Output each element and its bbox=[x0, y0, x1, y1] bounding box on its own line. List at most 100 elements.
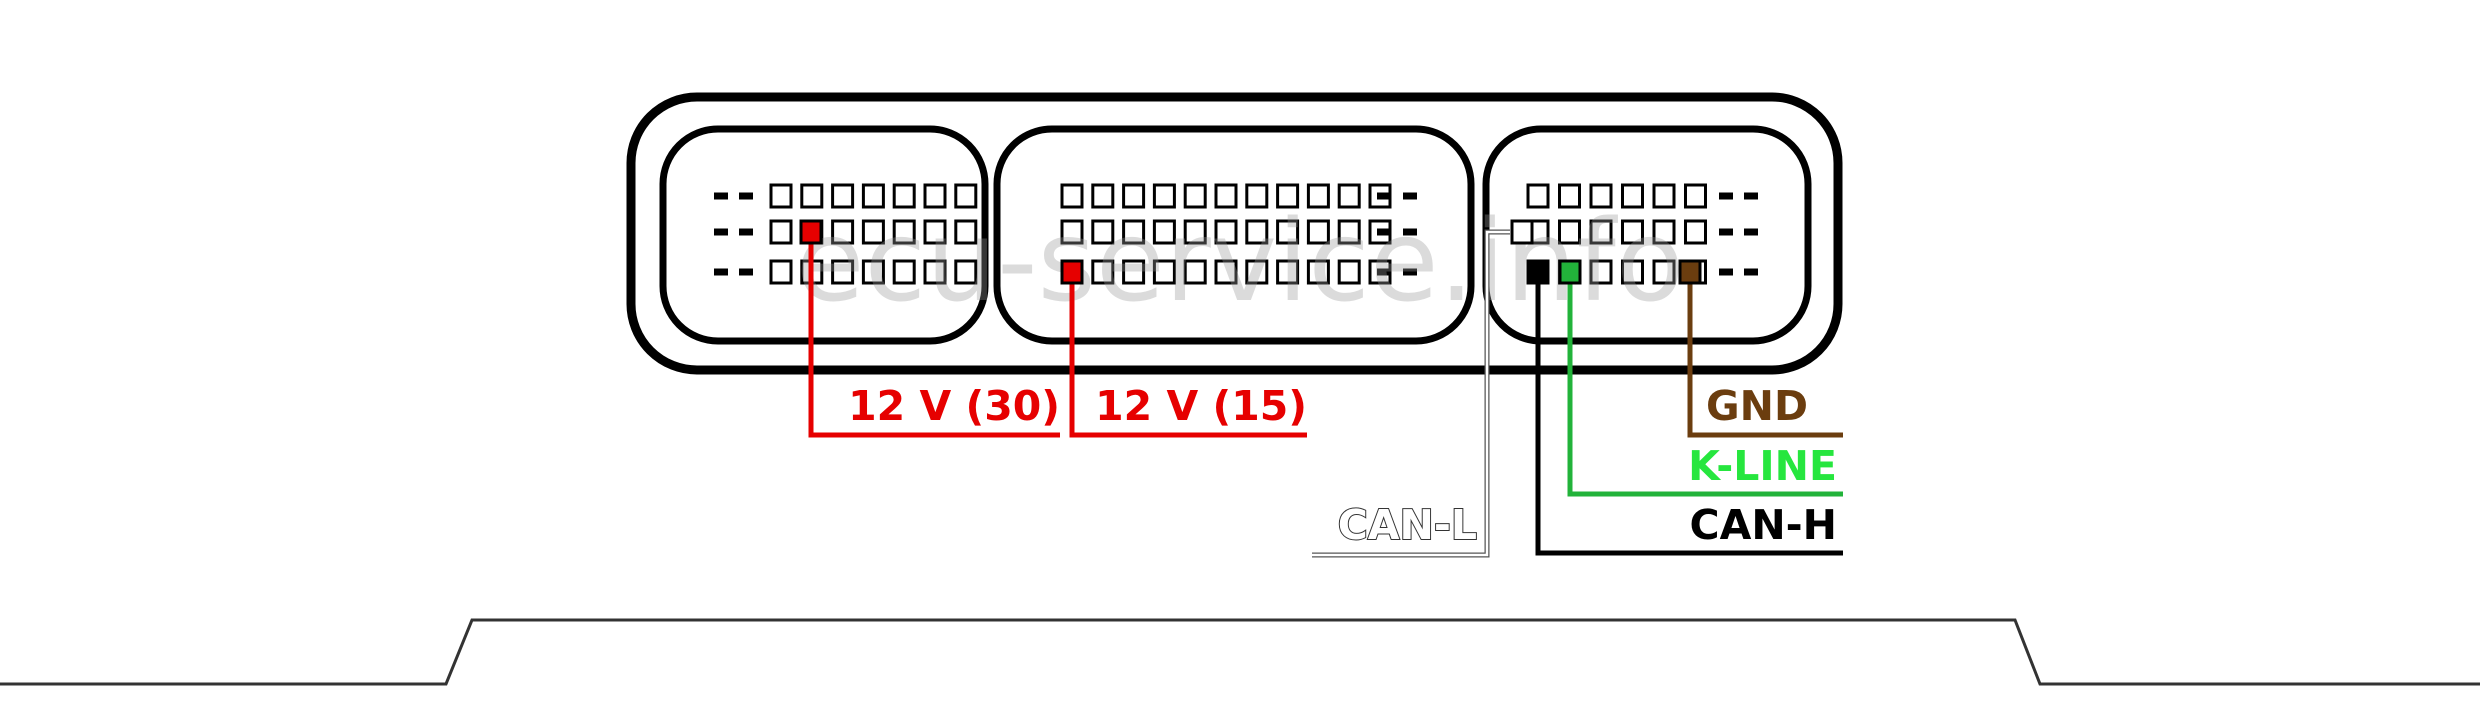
pin bbox=[1526, 183, 1550, 209]
pin bbox=[1245, 183, 1269, 209]
pin bbox=[861, 219, 885, 245]
pin bbox=[1276, 183, 1300, 209]
pin bbox=[1091, 183, 1115, 209]
pin-12v-15 bbox=[1060, 259, 1084, 285]
wire-can-h bbox=[1535, 272, 1843, 556]
watermark-text: ecu-service.info bbox=[796, 197, 1685, 327]
label-can-h: CAN-H bbox=[1690, 501, 1837, 549]
pin-gnd bbox=[1678, 259, 1702, 285]
wire-can-l bbox=[1312, 229, 1510, 558]
pin-placeholder bbox=[714, 192, 728, 200]
pin-k-line bbox=[1558, 259, 1582, 285]
pin-placeholder bbox=[714, 268, 728, 276]
pin bbox=[861, 183, 885, 209]
pin-placeholder bbox=[739, 268, 753, 276]
pin-placeholder bbox=[739, 192, 753, 200]
pin bbox=[1652, 219, 1676, 245]
pin bbox=[1684, 183, 1707, 209]
pin bbox=[1183, 183, 1207, 209]
pin bbox=[1091, 259, 1115, 285]
label-k-line: K-LINE bbox=[1688, 442, 1837, 490]
pin bbox=[1060, 183, 1084, 209]
pin bbox=[1183, 219, 1207, 245]
connector-block-left bbox=[659, 125, 989, 345]
pin bbox=[1214, 219, 1238, 245]
pin bbox=[1558, 183, 1581, 209]
pin bbox=[1652, 183, 1676, 209]
pin bbox=[1122, 259, 1146, 285]
pin bbox=[1276, 259, 1300, 285]
pin bbox=[1337, 183, 1361, 209]
pin bbox=[1152, 219, 1176, 245]
pin bbox=[1337, 259, 1361, 285]
pin bbox=[923, 259, 947, 285]
pin bbox=[1122, 219, 1146, 245]
pin bbox=[923, 219, 947, 245]
pin bbox=[1276, 219, 1300, 245]
pin bbox=[1621, 183, 1644, 209]
pin bbox=[1183, 259, 1207, 285]
pin bbox=[923, 183, 947, 209]
pin bbox=[1306, 219, 1330, 245]
connector-pins bbox=[714, 183, 1758, 285]
pin bbox=[954, 219, 978, 245]
label-12v-15: 12 V (15) bbox=[1095, 382, 1307, 430]
wire-12v-15 bbox=[1069, 272, 1307, 438]
pin-can-l bbox=[1510, 219, 1534, 245]
pin-placeholder bbox=[1377, 228, 1391, 236]
pin-placeholder bbox=[1744, 268, 1758, 276]
pin-placeholder bbox=[1403, 268, 1417, 276]
pin bbox=[954, 259, 978, 285]
pin bbox=[1122, 183, 1146, 209]
label-12v-30: 12 V (30) bbox=[848, 382, 1060, 430]
pin-placeholder bbox=[1377, 268, 1391, 276]
pin bbox=[1091, 219, 1115, 245]
pin bbox=[800, 183, 824, 209]
pin bbox=[769, 183, 793, 209]
ecu-housing-outline bbox=[0, 618, 2480, 686]
pin-placeholder bbox=[1403, 192, 1417, 200]
pin-12v-30 bbox=[799, 219, 823, 245]
pin bbox=[1152, 183, 1176, 209]
pin bbox=[892, 259, 916, 285]
pin bbox=[1214, 183, 1238, 209]
pin bbox=[831, 259, 855, 285]
pin bbox=[1214, 259, 1238, 285]
pin bbox=[1306, 259, 1330, 285]
pin bbox=[1245, 259, 1269, 285]
pin-placeholder bbox=[1744, 192, 1758, 200]
label-can-l: CAN-L bbox=[1338, 501, 1477, 549]
pin bbox=[892, 183, 916, 209]
pin bbox=[1589, 183, 1613, 209]
pin bbox=[1558, 219, 1581, 245]
pin-placeholder bbox=[1719, 268, 1733, 276]
pin-placeholder bbox=[1719, 228, 1733, 236]
pin-placeholder bbox=[714, 228, 728, 236]
pin bbox=[769, 259, 793, 285]
pin-placeholder bbox=[1377, 192, 1391, 200]
pin bbox=[1684, 219, 1707, 245]
pin bbox=[1621, 259, 1644, 285]
pin bbox=[769, 219, 793, 245]
pin-placeholder bbox=[1403, 228, 1417, 236]
pin bbox=[861, 259, 885, 285]
pin-can-h bbox=[1526, 259, 1550, 285]
pin-placeholder bbox=[1719, 192, 1733, 200]
pin bbox=[831, 183, 855, 209]
pin bbox=[1652, 259, 1676, 285]
pin bbox=[954, 183, 978, 209]
pin bbox=[1337, 219, 1361, 245]
label-gnd: GND bbox=[1706, 382, 1808, 430]
pin bbox=[892, 219, 916, 245]
pin bbox=[1245, 219, 1269, 245]
pin bbox=[1589, 259, 1613, 285]
wire-k-line bbox=[1567, 272, 1843, 497]
pin bbox=[1621, 219, 1644, 245]
pin-placeholder bbox=[739, 228, 753, 236]
pin bbox=[1306, 183, 1330, 209]
wire-12v-30 bbox=[808, 232, 1060, 438]
pin bbox=[1060, 219, 1084, 245]
pin bbox=[1152, 259, 1176, 285]
pin-placeholder bbox=[1744, 228, 1758, 236]
